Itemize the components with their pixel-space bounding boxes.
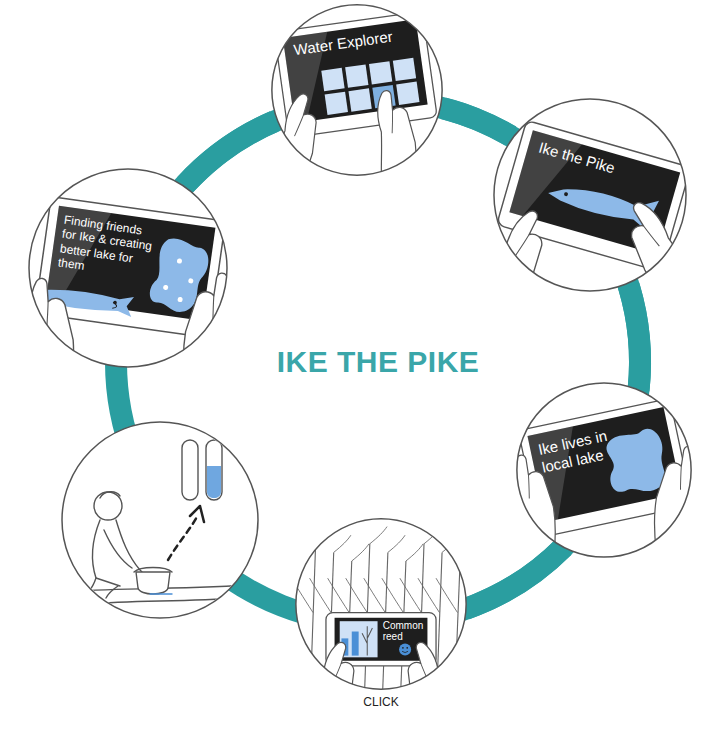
reed-stage: Common reedCLICK	[295, 518, 467, 690]
stage-circle	[493, 98, 687, 292]
ring-connector	[444, 108, 511, 136]
ring-connector	[629, 286, 640, 390]
ring-connector	[185, 121, 274, 184]
stage-circle	[271, 4, 443, 176]
pike-stage: Ike the Pike	[493, 98, 687, 292]
diagram-title: IKE THE PIKE	[277, 345, 480, 379]
stage-circle	[62, 422, 258, 618]
ring-connector	[466, 547, 564, 609]
lake-stage: Ike lives in local lake	[516, 382, 692, 558]
friends-stage: Finding friends for Ike & creating bette…	[28, 168, 228, 368]
click-label: CLICK	[347, 695, 416, 709]
explorer-stage: Water Explorer	[271, 4, 443, 176]
stage-circle	[295, 518, 467, 690]
species-label: Common reed	[383, 620, 426, 642]
